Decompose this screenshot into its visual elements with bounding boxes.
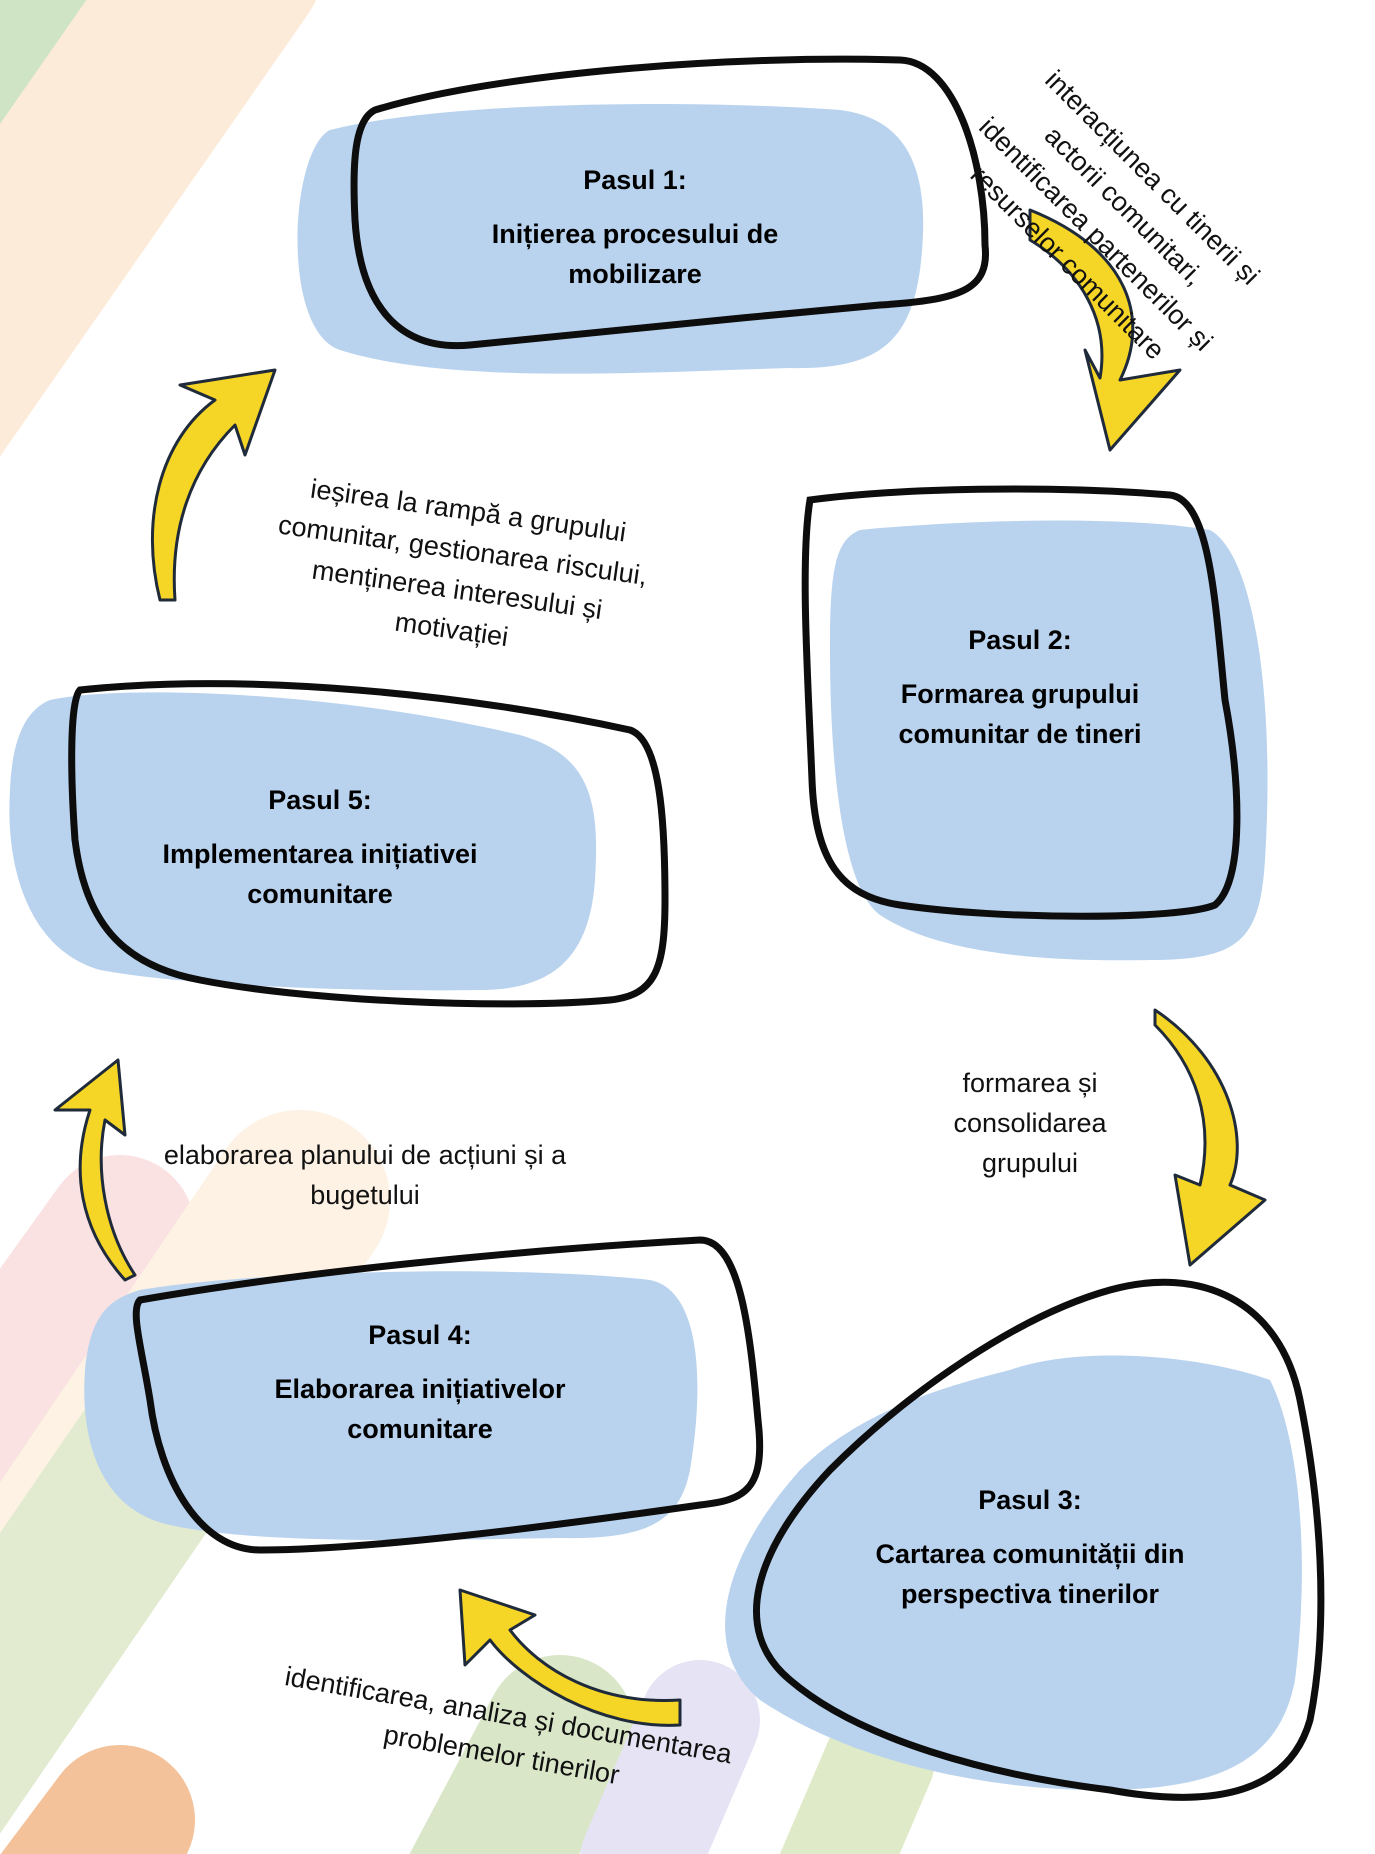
step4-number: Pasul 4: <box>368 1320 472 1350</box>
step2-outline <box>801 485 1241 920</box>
step3-title: Cartarea comunității din perspectiva tin… <box>875 1539 1185 1609</box>
transition-step4-to-step5: elaborarea planului de acțiuni și a buge… <box>163 1140 567 1210</box>
step2-blob <box>830 520 1268 961</box>
step2-card: Pasul 2: Formarea grupului comunitar de … <box>850 625 1190 754</box>
step1-card: Pasul 1: Inițierea procesului de mobiliz… <box>425 165 845 294</box>
step2-title: Formarea grupului comunitar de tineri <box>898 679 1142 749</box>
step4-shape <box>84 1236 764 1554</box>
transition-step2-to-step3: formarea și consolidarea grupului <box>953 1068 1107 1178</box>
step5-outline <box>68 680 669 1008</box>
step1-blob <box>297 104 924 374</box>
step1-shape <box>297 55 990 374</box>
step5-card: Pasul 5: Implementarea inițiativei comun… <box>120 785 520 914</box>
step4-blob <box>84 1271 698 1541</box>
step4-outline <box>132 1236 764 1554</box>
step3-number: Pasul 3: <box>978 1485 1082 1515</box>
step5-number: Pasul 5: <box>268 785 372 815</box>
step3-shape <box>725 1278 1325 1801</box>
arrow-step1-to-step2 <box>1028 208 1182 452</box>
step1-title: Inițierea procesului de mobilizare <box>491 219 779 289</box>
step3-blob <box>725 1355 1302 1790</box>
step2-shape <box>801 485 1268 961</box>
arrow-step5-to-step1 <box>150 368 277 602</box>
step5-title: Implementarea inițiativei comunitare <box>162 839 478 909</box>
step5-shape <box>9 680 669 1008</box>
step2-number: Pasul 2: <box>968 625 1072 655</box>
step5-blob <box>9 692 597 991</box>
step1-number: Pasul 1: <box>583 165 687 195</box>
step4-title: Elaborarea inițiativelor comunitare <box>274 1374 566 1444</box>
arrow-step2-to-step3 <box>1153 1008 1267 1267</box>
step3-card: Pasul 3: Cartarea comunității din perspe… <box>820 1485 1240 1614</box>
arrow-step4-to-step5 <box>53 1058 137 1282</box>
step1-outline <box>350 55 990 350</box>
step3-outline <box>753 1278 1325 1801</box>
arrow-step3-to-step4 <box>458 1588 682 1727</box>
step4-card: Pasul 4: Elaborarea inițiativelor comuni… <box>225 1320 615 1449</box>
